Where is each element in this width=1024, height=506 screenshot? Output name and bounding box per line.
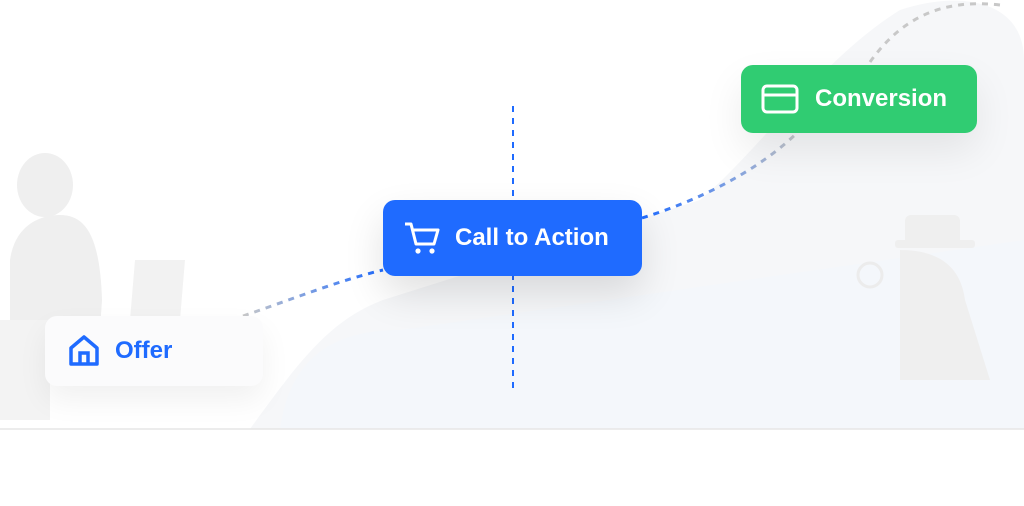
conversion-label: Conversion bbox=[815, 85, 948, 112]
support-agent-figure bbox=[0, 153, 185, 420]
funnel-path-segment bbox=[242, 268, 384, 318]
detective-figure bbox=[856, 215, 990, 380]
funnel-path-segment bbox=[641, 128, 802, 220]
offer-step-card: Offer bbox=[45, 316, 263, 386]
offer-label: Offer bbox=[115, 337, 173, 364]
background-shape bbox=[280, 240, 1024, 429]
call-to-action-step-card: Call to Action bbox=[383, 200, 642, 276]
conversion-step-card: Conversion bbox=[741, 65, 977, 133]
credit-card-icon bbox=[761, 84, 799, 114]
funnel-path-segment bbox=[868, 2, 1001, 63]
call-to-action-label: Call to Action bbox=[455, 224, 609, 251]
cart-icon bbox=[405, 222, 440, 254]
home-icon bbox=[69, 335, 99, 366]
